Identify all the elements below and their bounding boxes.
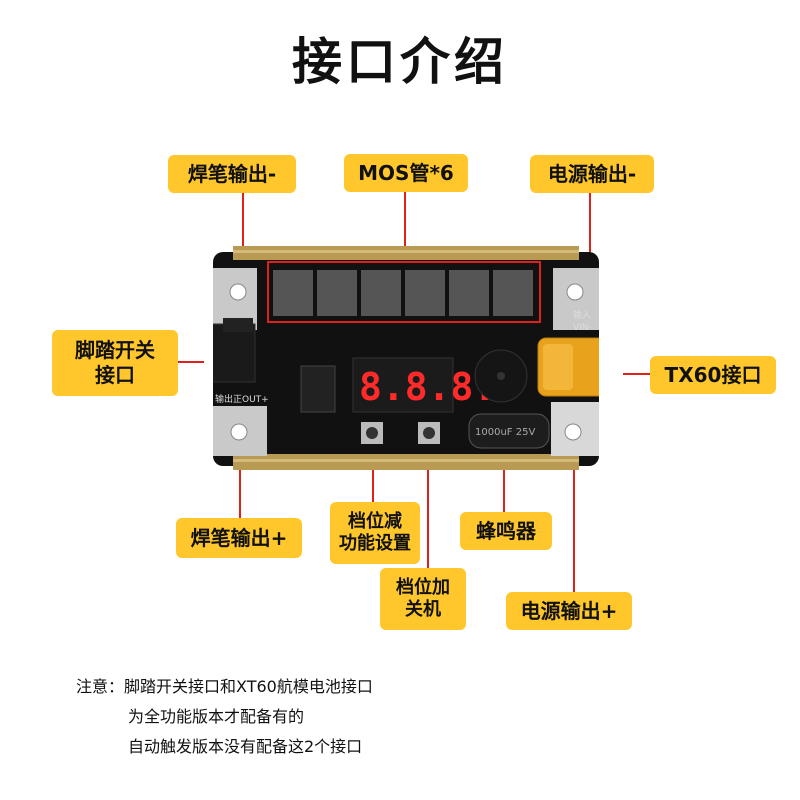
gear-up-button-label: 档位加 关机 bbox=[380, 568, 466, 630]
silk-input-label: 输入 bbox=[573, 309, 591, 321]
capacitor-text: 1000uF 25V bbox=[475, 427, 535, 438]
mos-tubes-label: MOS管*6 bbox=[344, 154, 468, 192]
pen-output-negative-label: 焊笔输出- bbox=[168, 155, 296, 193]
control-chip bbox=[300, 365, 336, 413]
power-output-positive-label: 电源输出+ bbox=[506, 592, 632, 630]
gear-up-button bbox=[418, 422, 440, 444]
silk-out-label: 输出正OUT+ bbox=[215, 393, 269, 405]
gear-down-button bbox=[361, 422, 383, 444]
note-block: 注意：脚踏开关接口和XT60航模电池接口 为全功能版本才配备有的 自动触发版本没… bbox=[76, 672, 373, 762]
display-digits: 8.8.8. bbox=[359, 365, 496, 409]
capacitor bbox=[468, 413, 550, 449]
silk-vin-label: VIN- bbox=[573, 323, 592, 333]
pen-output-positive-label: 焊笔输出+ bbox=[176, 518, 302, 558]
terminal-pad-bottom-left bbox=[213, 406, 267, 456]
mos-tube-row bbox=[273, 270, 533, 316]
pcb-board: 输出正OUT+ 8.8.8. 1000uF 25V 输入 VIN- bbox=[213, 246, 599, 470]
power-output-negative-label: 电源输出- bbox=[530, 155, 654, 193]
page-title: 接口介绍 bbox=[292, 33, 508, 91]
note-line-1: 脚踏开关接口和XT60航模电池接口 bbox=[124, 677, 373, 696]
note-line-3: 自动触发版本没有配备这2个接口 bbox=[128, 737, 363, 756]
foot-switch-port-label: 脚踏开关 接口 bbox=[52, 330, 178, 396]
gear-down-button-label: 档位减 功能设置 bbox=[330, 502, 420, 564]
terminal-pad-bottom-right bbox=[551, 402, 599, 456]
seven-segment-display bbox=[352, 357, 454, 413]
buzzer-label: 蜂鸣器 bbox=[460, 512, 552, 550]
foot-switch-jack bbox=[213, 323, 256, 383]
tx60-port-label: TX60接口 bbox=[650, 356, 776, 394]
mos-highlight-box bbox=[267, 261, 541, 323]
terminal-pad-top-right bbox=[553, 268, 599, 330]
note-line-2: 为全功能版本才配备有的 bbox=[128, 707, 305, 726]
note-prefix: 注意： bbox=[76, 677, 125, 696]
